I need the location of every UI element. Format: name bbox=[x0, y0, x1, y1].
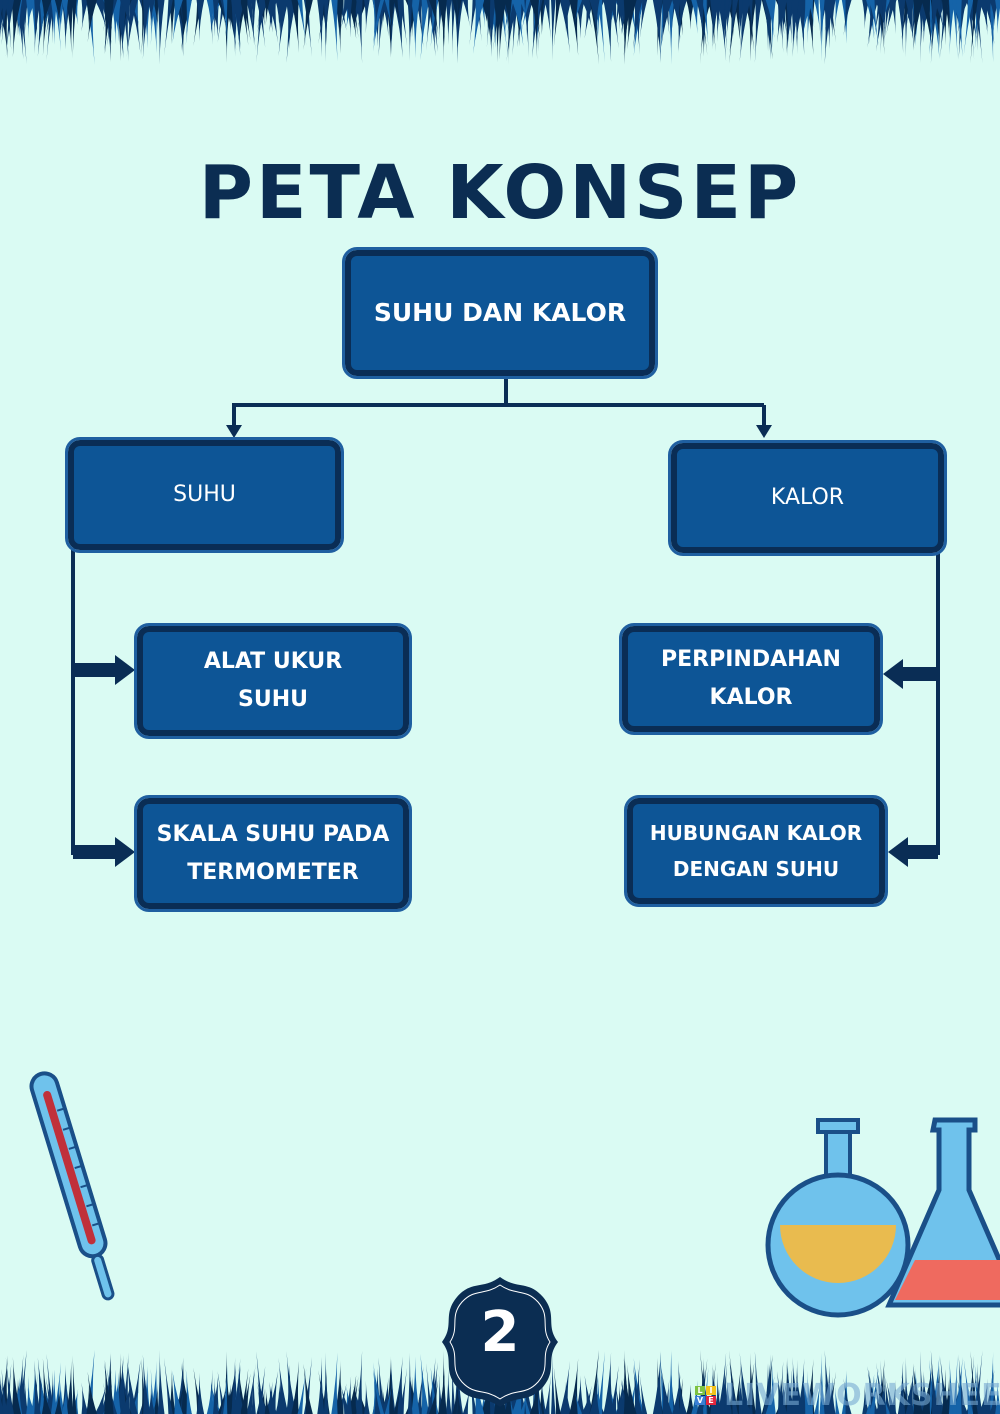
watermark-text: LIVEWORKSHEETS bbox=[724, 1378, 1000, 1413]
concept-box-hubungan-kalor: HUBUNGAN KALOR DENGAN SUHU bbox=[624, 795, 888, 907]
page-number: 2 bbox=[480, 1300, 520, 1365]
page-title: PETA KONSEP bbox=[198, 150, 802, 236]
concept-box-suhu: SUHU bbox=[65, 437, 344, 553]
liveworksheets-watermark: LIVE LIVEWORKSHEETS bbox=[695, 1378, 1000, 1413]
top-grass-decoration bbox=[0, 0, 1000, 65]
concept-box-kalor: KALOR bbox=[668, 440, 947, 556]
concept-box-alat-ukur-suhu: ALAT UKUR SUHU bbox=[134, 623, 412, 739]
root-concept-box: SUHU DAN KALOR bbox=[342, 247, 658, 379]
concept-box-skala-suhu: SKALA SUHU PADA TERMOMETER bbox=[134, 795, 412, 912]
concept-box-perpindahan-kalor: PERPINDAHAN KALOR bbox=[619, 623, 883, 735]
thermometer-illustration bbox=[29, 1071, 115, 1301]
laboratory-flasks-illustration bbox=[765, 1117, 1000, 1318]
page-number-badge bbox=[442, 1277, 558, 1407]
bottom-grass-decoration bbox=[0, 1350, 1000, 1414]
